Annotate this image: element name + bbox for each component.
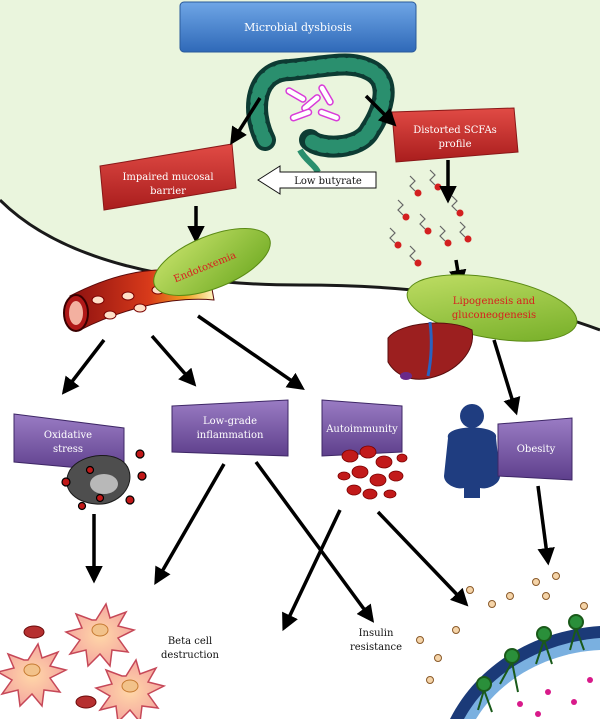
autoimmunity-box: Autoimmunity bbox=[321, 399, 403, 457]
impaired-barrier-label-line1: Impaired mucosal bbox=[122, 172, 213, 183]
insulin-label-line2: resistance bbox=[350, 642, 402, 653]
damaged-cell-illustration bbox=[61, 449, 147, 511]
obesity-label: Obesity bbox=[517, 444, 556, 455]
low-grade-inflammation-box: Low-grade inflammation bbox=[171, 399, 289, 457]
scfa-label-line1: Distorted SCFAs bbox=[413, 125, 497, 136]
background-cell-region bbox=[0, 0, 600, 330]
obesity-box: Obesity bbox=[497, 417, 573, 481]
beta-cell-label-line1: Beta cell bbox=[168, 636, 212, 647]
oxidative-label-line2: stress bbox=[53, 444, 83, 455]
arrow-endotoxemia-to-autoimmunity bbox=[197, 314, 305, 390]
insulin-label-line1: Insulin bbox=[359, 628, 394, 639]
lipogenesis-label-line2: gluconeogenesis bbox=[452, 310, 536, 321]
scfa-label-line2: profile bbox=[439, 139, 472, 150]
distorted-scfas-box: Distorted SCFAs profile bbox=[391, 107, 519, 163]
beta-cells-illustration bbox=[0, 602, 167, 719]
endotoxemia-ellipse: Endotoxemia bbox=[153, 228, 271, 296]
arrow-colon-to-scfa bbox=[364, 94, 397, 127]
obesity-person-icon bbox=[444, 404, 500, 498]
arrow-autoimmunity-to-insulin bbox=[376, 510, 469, 607]
beta-cell-label-line2: destruction bbox=[161, 650, 220, 661]
arrow-autoimmunity-to-beta bbox=[282, 509, 342, 632]
liver-illustration bbox=[387, 321, 473, 380]
arrow-endotoxemia-to-inflammation bbox=[150, 334, 197, 387]
arrow-inflammation-to-insulin bbox=[254, 460, 375, 623]
lowgrade-label-line2: inflammation bbox=[197, 430, 264, 441]
lipogenesis-label-line1: Lipogenesis and bbox=[453, 296, 536, 307]
blood-cells-illustration bbox=[337, 445, 408, 500]
arrow-lipogenesis-to-obesity bbox=[492, 339, 521, 416]
insulin-particles bbox=[416, 572, 588, 684]
insulin-receptors bbox=[476, 614, 585, 713]
impaired-barrier-label-line2: barrier bbox=[150, 186, 186, 197]
cell-membrane-illustration bbox=[450, 626, 600, 719]
scfa-molecules bbox=[389, 169, 472, 267]
impaired-barrier-box: Impaired mucosal barrier bbox=[99, 143, 237, 211]
microbial-dysbiosis-box: Microbial dysbiosis bbox=[179, 1, 417, 53]
autoimmunity-label: Autoimmunity bbox=[325, 424, 398, 435]
low-butyrate-arrow: Low butyrate bbox=[257, 165, 377, 195]
oxidative-label-line1: Oxidative bbox=[44, 430, 92, 441]
arrow-obesity-to-insulin bbox=[536, 485, 555, 566]
colon-illustration bbox=[246, 53, 395, 174]
arrow-colon-to-barrier bbox=[230, 97, 262, 145]
arrow-endotoxemia-to-oxidative bbox=[61, 338, 106, 395]
lowgrade-label-line1: Low-grade bbox=[203, 416, 257, 427]
low-butyrate-label: Low butyrate bbox=[294, 176, 362, 187]
arrow-inflammation-to-beta bbox=[154, 463, 226, 586]
microbial-dysbiosis-label: Microbial dysbiosis bbox=[244, 21, 352, 34]
